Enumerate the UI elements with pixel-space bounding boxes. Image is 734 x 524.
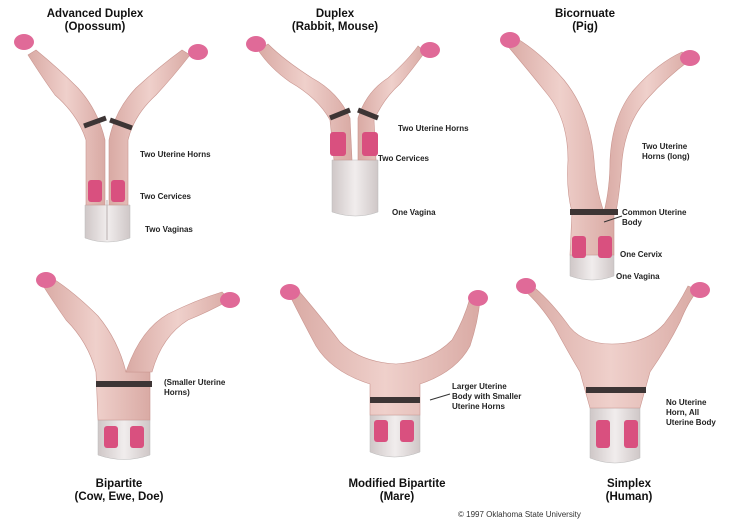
simplex-illustration: [516, 278, 710, 463]
title-simplex: Simplex(Human): [554, 478, 704, 504]
label-one-cervix: One Cervix: [620, 250, 662, 260]
label-two-cervices: Two Cervices: [140, 192, 191, 202]
label-two-uterine-horns: Two Uterine Horns: [398, 124, 469, 134]
label-one-vagina: One Vagina: [616, 272, 660, 282]
advanced-duplex-illustration: [14, 34, 208, 242]
bipartite-illustration: [36, 272, 240, 460]
title-modified-bipartite: Modified Bipartite(Mare): [322, 478, 472, 504]
title-bipartite: Bipartite(Cow, Ewe, Doe): [44, 478, 194, 504]
label-two-vaginas: Two Vaginas: [145, 225, 193, 235]
larger-body-pointer: [430, 394, 450, 400]
label-two-uterine-horns: Two Uterine Horns: [140, 150, 211, 160]
title-duplex: Duplex(Rabbit, Mouse): [260, 8, 410, 34]
title-bicornuate: Bicornuate(Pig): [510, 8, 660, 34]
label-two-cervices: Two Cervices: [378, 154, 429, 164]
title-advanced-duplex: Advanced Duplex(Opossum): [20, 8, 170, 34]
label-one-vagina: One Vagina: [392, 208, 436, 218]
modified-bipartite-illustration: [280, 284, 488, 457]
copyright-text: © 1997 Oklahoma State University: [458, 510, 581, 519]
